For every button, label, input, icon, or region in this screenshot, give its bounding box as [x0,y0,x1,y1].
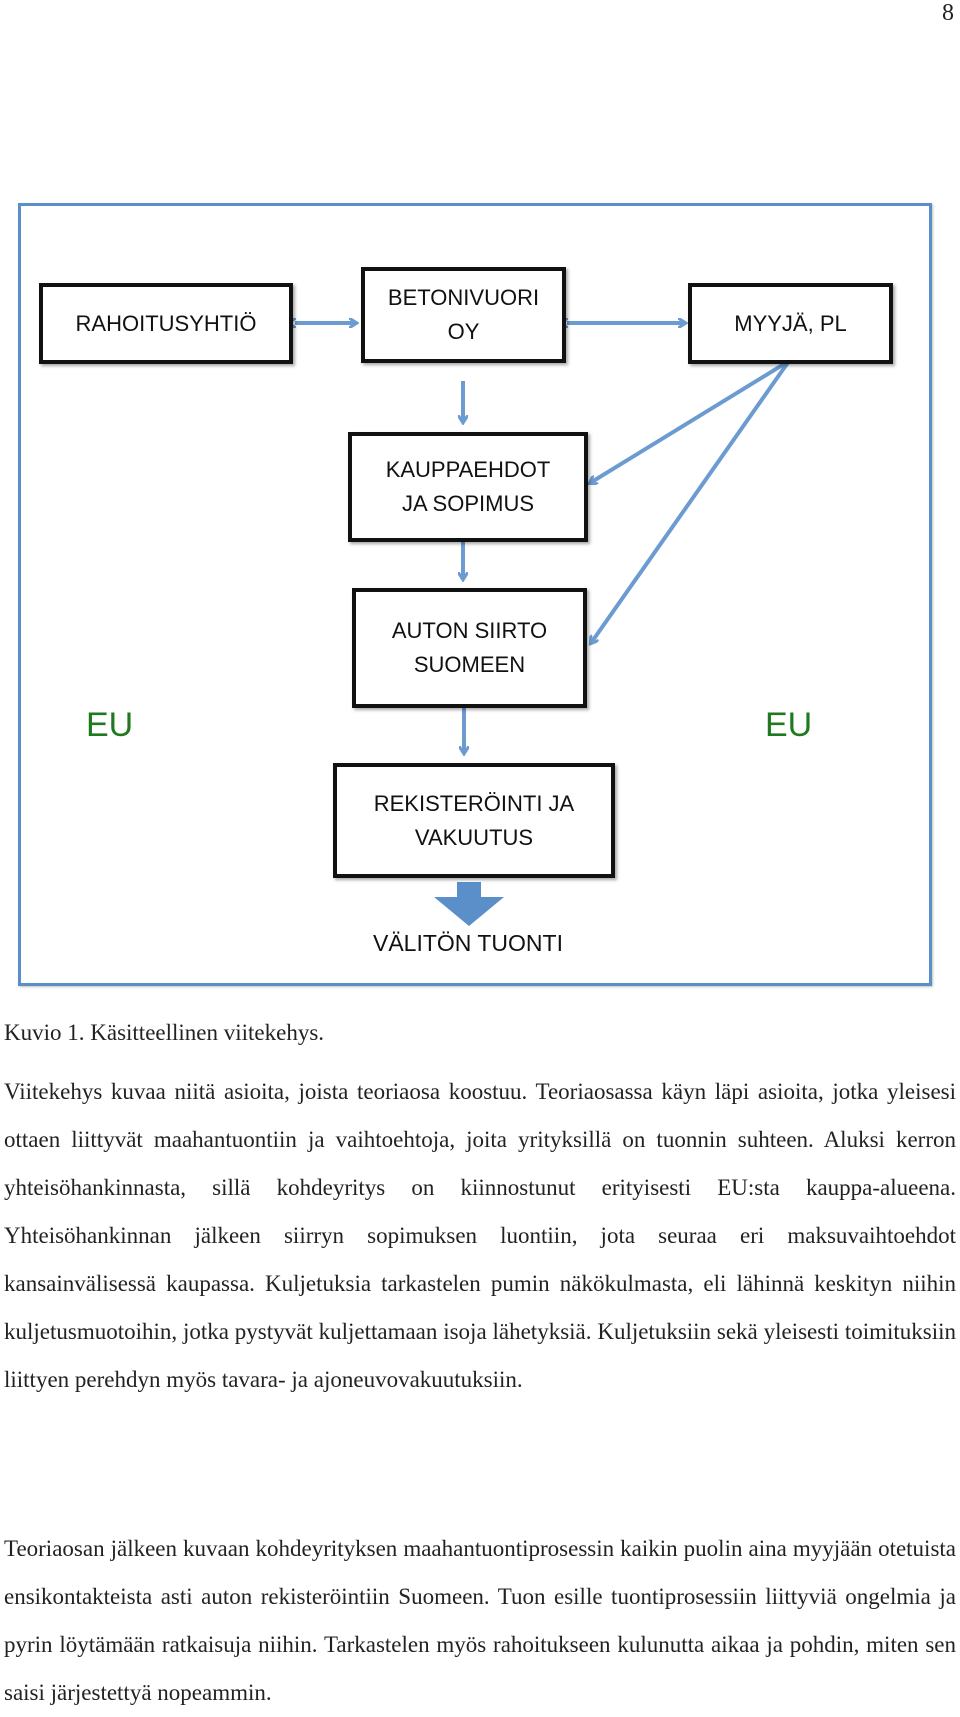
body-paragraph-2: Teoriaosan jälkeen kuvaan kohdeyrityksen… [4,1536,956,1705]
diagram-arrows [21,206,791,926]
rekisterointi-label-line2: VAKUUTUS [414,824,534,850]
rahoitusyhtio-box: RAHOITUSYHTIÖ [39,283,293,364]
kauppaehdot-label-line1: KAUPPAEHDOT [385,457,551,482]
auton-siirto-label-line1: AUTON SIIRTO [391,618,548,643]
rahoitusyhtio-label: RAHOITUSYHTIÖ [75,310,257,336]
valiton-tuonti-label: VÄLITÖN TUONTI [373,930,563,956]
arrow-myyja-kauppaehdot [590,359,791,483]
valiton-tuonti-arrow [434,882,504,926]
auton-siirto-box: AUTON SIIRTO SUOMEEN [352,588,587,708]
kauppaehdot-box: KAUPPAEHDOT JA SOPIMUS [348,432,588,542]
myyja-box: MYYJÄ, PL [688,283,893,364]
body-paragraph-1: Viitekehys kuvaa niitä asioita, joista t… [4,1079,956,1392]
kauppaehdot-label-line2: JA SOPIMUS [401,491,535,516]
rekisterointi-label-line1: REKISTERÖINTI JA [373,790,575,816]
eu-label-right: EU [765,706,813,744]
arrow-myyja-siirto [591,359,791,643]
betonivuori-label-line2: OY [447,319,480,344]
betonivuori-label-line1: BETONIVUORI [387,285,540,310]
betonivuori-box: BETONIVUORI OY [361,267,566,363]
eu-label-left: EU [86,706,134,744]
page-number: 8 [942,0,954,26]
figure-caption: Kuvio 1. Käsitteellinen viitekehys. [4,1020,325,1045]
myyja-label: MYYJÄ, PL [734,310,847,336]
conceptual-framework-diagram: RAHOITUSYHTIÖ BETONIVUORI OY MYYJÄ, PL KA… [18,203,932,986]
auton-siirto-label-line2: SUOMEEN [413,652,526,677]
rekisterointi-box: REKISTERÖINTI JA VAKUUTUS [333,763,615,878]
